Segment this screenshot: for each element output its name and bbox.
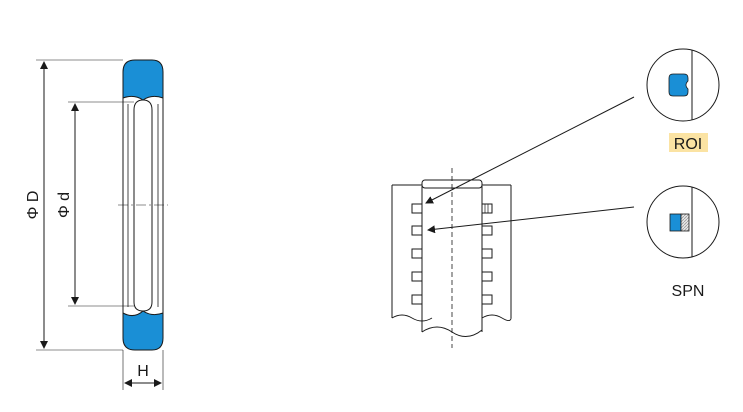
seal-groove xyxy=(133,99,153,312)
spn-seal-blue xyxy=(669,213,682,232)
roi-leader-arrow xyxy=(425,96,635,204)
dimension-height: H xyxy=(122,350,164,390)
spn-leader-arrow xyxy=(427,206,635,234)
roi-seal-profile xyxy=(668,73,689,97)
spn-label: SPN xyxy=(672,283,705,300)
roi-label-bg xyxy=(669,133,708,152)
dimension-inner-diameter: Φ d xyxy=(56,101,134,307)
spn-detail: SPN xyxy=(646,185,720,300)
roi-label: ROI xyxy=(674,136,702,153)
height-label: H xyxy=(137,363,149,380)
seal-cross-section xyxy=(118,59,168,351)
seal-bottom-lip xyxy=(122,310,164,351)
stack-assembly xyxy=(391,168,512,348)
dimension-outer-diameter: Φ D xyxy=(25,59,123,351)
spn-seal-hatched xyxy=(680,213,690,232)
outer-diameter-label: Φ D xyxy=(25,191,42,220)
inner-diameter-label: Φ d xyxy=(56,192,73,218)
roi-detail: ROI xyxy=(646,48,720,153)
seal-top-lip xyxy=(122,59,164,101)
